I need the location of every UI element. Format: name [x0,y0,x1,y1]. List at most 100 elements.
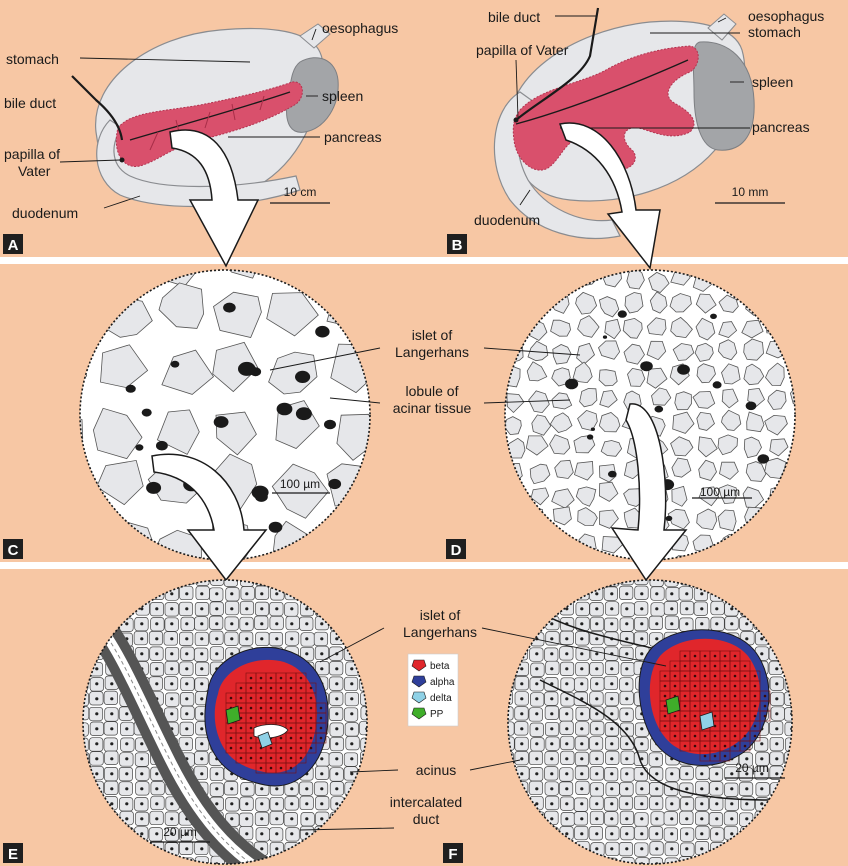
nucleus [640,772,644,776]
nucleus [763,694,767,698]
oesophagus-shape [299,23,331,49]
svg-text:F: F [448,846,457,863]
nucleus [715,772,719,776]
nucleus [259,686,263,690]
nucleus [655,832,659,836]
islet-dot [276,402,293,416]
nucleus [290,817,294,821]
lobule [627,367,646,387]
nucleus [279,756,283,760]
nucleus [320,652,324,656]
nucleus [155,667,159,671]
nucleus [760,757,764,761]
acinar-cell [508,721,515,736]
nucleus [320,667,324,671]
nucleus [185,682,189,686]
label-duodenum-b: duodenum [474,212,540,228]
svg-text:C: C [8,542,19,559]
lobule [577,315,600,338]
nucleus [595,847,599,851]
nucleus [700,817,704,821]
lobule [599,464,617,483]
legend-swatch-pp [411,707,427,720]
nucleus [155,622,159,626]
panel-f: 20 µm F [443,579,793,865]
legend-label-pp: PP [430,709,444,720]
nucleus [279,736,283,740]
nucleus [743,714,747,718]
nucleus [229,746,233,750]
nucleus [299,756,303,760]
islet-dot [295,407,312,421]
nucleus [249,686,253,690]
label-stomach-a: stomach [6,51,59,67]
lobule [721,388,739,409]
lobule [646,340,667,361]
nucleus [625,682,629,686]
nucleus [733,744,737,748]
nucleus [625,667,629,671]
islet-cell [759,710,771,722]
nucleus [535,757,539,761]
svg-text:E: E [8,846,18,863]
label-bile-duct-a: bile duct [4,95,56,111]
nucleus [170,682,174,686]
islet-cell [749,730,761,742]
nucleus [215,622,219,626]
lobule [769,438,789,457]
nucleus [610,817,614,821]
nucleus [305,622,309,626]
nucleus [753,734,757,738]
nucleus [259,706,263,710]
nucleus [520,742,524,746]
nucleus [565,667,569,671]
lobule [212,341,259,393]
acinar-cell [664,580,679,587]
nucleus [229,696,233,700]
nucleus [249,676,253,680]
label-islet-cd-line1: islet of [412,327,453,343]
nucleus [733,694,737,698]
nucleus [625,817,629,821]
lobule [741,319,764,339]
nucleus [565,787,569,791]
nucleus [170,832,174,836]
nucleus [350,697,354,701]
nucleus [693,724,697,728]
nucleus [289,676,293,680]
nucleus [743,674,747,678]
panel-b-badge: B [447,234,467,254]
nucleus [700,772,704,776]
acinar-cell [634,580,649,586]
nucleus [743,684,747,688]
nucleus [335,802,339,806]
nucleus [260,847,264,851]
nucleus [693,694,697,698]
nucleus [745,622,749,626]
nucleus [550,727,554,731]
nucleus [683,664,687,668]
nucleus [775,667,779,671]
nucleus [723,714,727,718]
nucleus [320,802,324,806]
lobule [651,387,672,406]
nucleus [683,714,687,718]
nucleus [260,832,264,836]
nucleus [305,832,309,836]
nucleus [673,734,677,738]
nucleus [595,712,599,716]
acinar-cell [209,580,225,586]
nucleus [200,652,204,656]
lobule [696,363,716,384]
panel-c-badge: C [3,539,23,559]
lobule [717,339,738,361]
nucleus [309,686,313,690]
nucleus [640,757,644,761]
nucleus [625,772,629,776]
nucleus [155,607,159,611]
nucleus [239,736,243,740]
nucleus [713,654,717,658]
nucleus [685,607,689,611]
nucleus [320,637,324,641]
nucleus [753,674,757,678]
